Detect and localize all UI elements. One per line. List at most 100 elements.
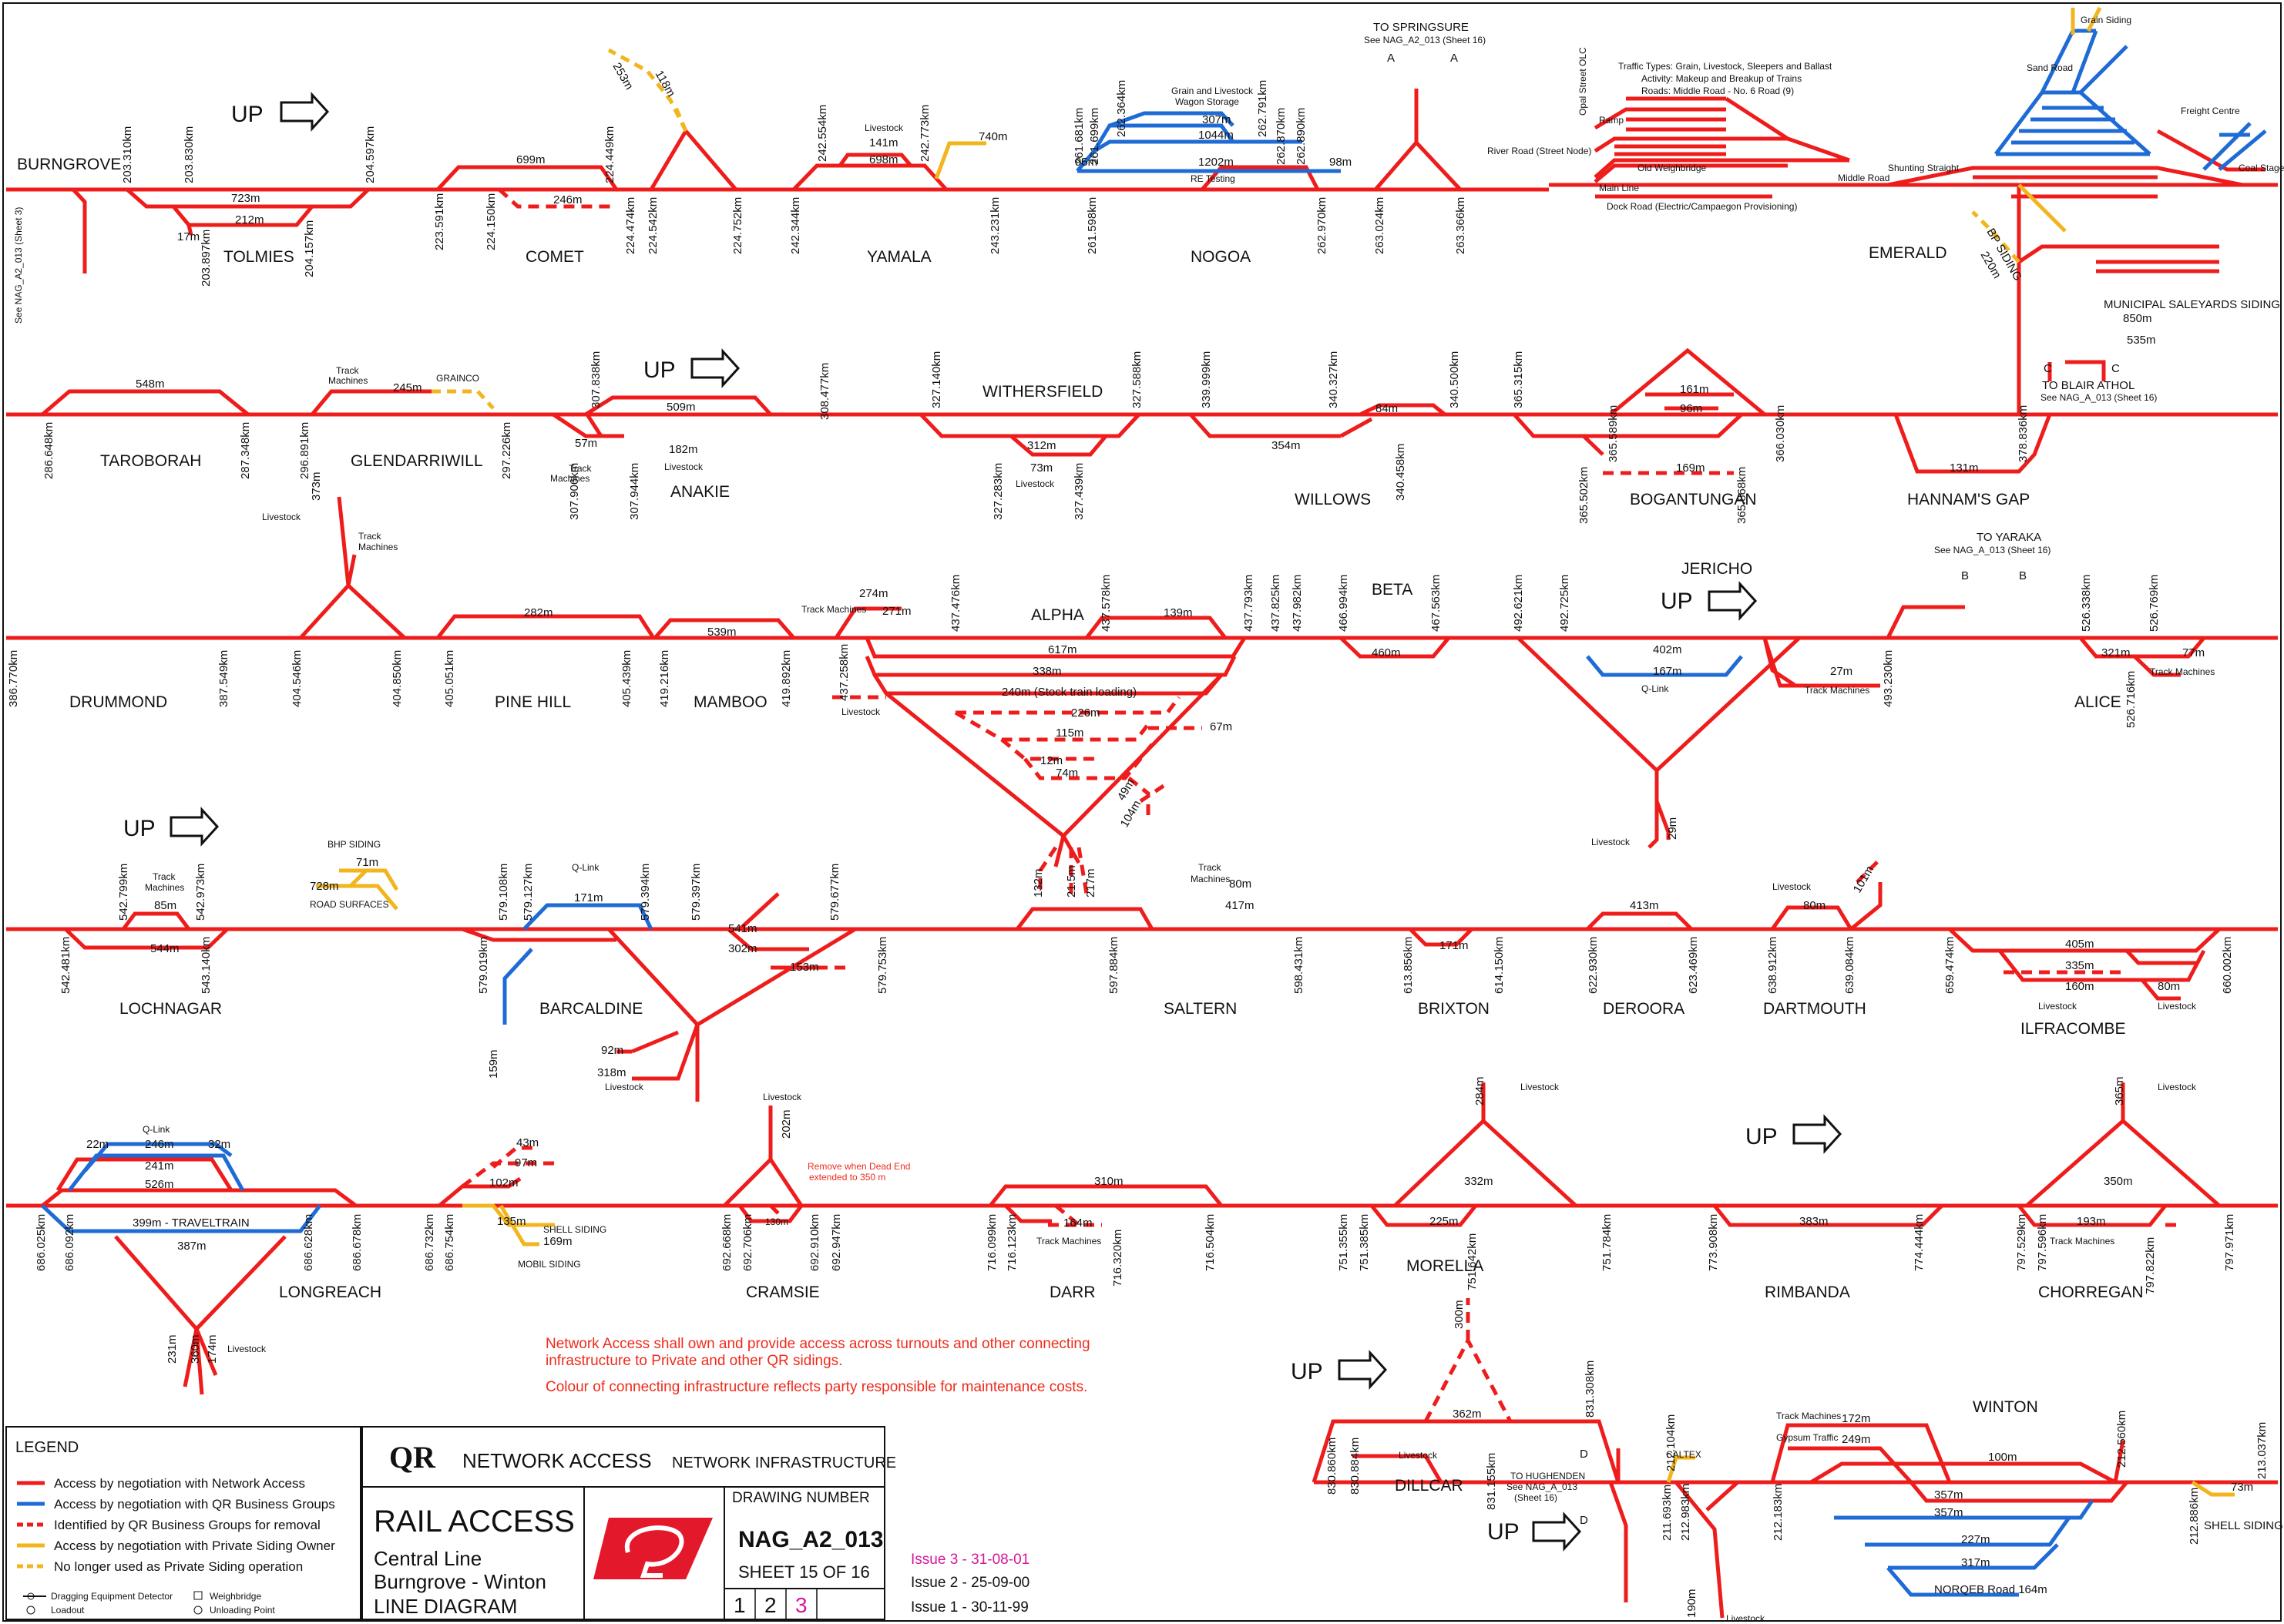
length-label: 338m [1033,665,1062,678]
km-marker: 204.157km [303,220,316,277]
km-marker: 686.628km [302,1214,315,1271]
km-marker: 297.226km [500,422,513,479]
km-marker: 579.108km [497,864,510,921]
connector-letter: D [1580,1448,1588,1461]
note-label: Remove when Dead End [808,1161,910,1172]
siding-label: Livestock [2038,1001,2077,1012]
km-marker: 224.474km [624,197,637,254]
length-label: 405m [2065,938,2094,951]
km-marker: 542.799km [117,864,130,921]
length-label: 167m [1653,665,1682,678]
siding-label: NORQEB Road 164m [1934,1583,2047,1596]
km-marker: 773.908km [1707,1214,1720,1271]
length-label: 241m [145,1159,174,1173]
row5-yellow [462,1203,555,1247]
length-label: 850m [2123,312,2152,325]
length-label: 307m [1202,113,1231,126]
length-label: 169m [1676,461,1705,475]
km-marker: 751.784km [1600,1214,1614,1271]
siding-label: Freight Centre [2181,106,2240,116]
length-label: 74m [1056,767,1078,780]
km-marker: 387.549km [217,650,230,707]
length-label: 80m [2158,980,2180,993]
length-label: 118m [653,69,678,99]
siding-label: Livestock [1591,837,1631,847]
km-marker: 287.348km [239,422,252,479]
km-marker: 327.140km [930,351,943,408]
length-label: 413m [1630,899,1659,912]
km-marker: 224.752km [731,197,744,254]
siding-label: Livestock [2158,1082,2197,1092]
station-name: BARCALDINE [539,1000,643,1018]
km-marker: 638.912km [1766,937,1779,994]
length-label: 535m [2127,334,2156,347]
infrastructure-heading: NETWORK INFRASTRUCTURE [672,1455,896,1471]
length-label: 80m [1803,899,1826,912]
length-label: 354m [1271,439,1301,452]
km-marker: 437.476km [949,575,962,632]
km-marker: 797.822km [2144,1237,2157,1294]
length-label: 104m [1118,798,1144,830]
km-marker: 307.906km [568,463,581,520]
km-marker: 263.366km [1454,197,1467,254]
siding-label: Shunting Straight [1888,163,1960,173]
km-marker: 211.693km [1661,1485,1674,1541]
length-label: 22m [86,1138,109,1151]
km-marker: 365.868km [1735,467,1748,524]
up-label: UP [1487,1519,1520,1545]
km-marker: 378.836km [2017,405,2030,462]
up-label: UP [643,357,676,383]
row1-dashed [498,188,616,209]
length-label: 85m [154,899,176,912]
km-marker: 639.084km [1843,937,1856,994]
length-label: 71m [356,856,378,869]
length-label: 245m [393,381,422,394]
row1-labels: See NAG_A2_013 (Sheet 3) 203.310km 203.8… [13,15,2284,403]
siding-label: Grain and Livestock [1171,86,1254,96]
legend-symbol: Unloading Point [210,1605,275,1616]
length-label: 202m [780,1109,793,1139]
siding-label: Coal Stage [2239,163,2284,173]
siding-label: Track [569,463,593,474]
part-number: 1 [734,1593,746,1617]
siding-label: Opal Street OLC [1577,47,1588,116]
km-marker: 613.856km [1402,937,1415,994]
up-markers: UP UP UP UP UP UP UP [123,93,1842,1550]
km-marker: 797.529km [2015,1214,2028,1271]
siding-label: Livestock [664,461,704,472]
km-marker: 308.477km [818,363,831,420]
length-label: 312m [1027,439,1056,452]
km-marker: 623.469km [1687,937,1700,994]
km-marker: 339.999km [1200,351,1213,408]
station-name: ILFRACOMBE [2020,1020,2126,1038]
row4-blue [502,903,653,1025]
row6-tracks [1312,1419,2258,1619]
km-marker: 223.591km [433,193,446,250]
km-marker: 212.104km [1664,1414,1678,1471]
length-label: 723m [231,192,260,205]
km-marker: 542.481km [59,937,72,994]
station-name: HANNAM'S GAP [1907,491,2030,508]
length-label: 350m [2104,1175,2133,1188]
qr-logo-icon [593,1518,713,1579]
siding-label: GRAINCO [436,373,479,384]
siding-label: SHELL SIDING [2204,1519,2283,1532]
length-label: 274m [859,587,888,600]
row5-blue [41,1142,321,1233]
km-marker: 751.355km [1337,1214,1350,1271]
length-label: 387m [177,1240,207,1253]
station-name: DRUMMOND [69,693,167,711]
siding-label: SHELL SIDING [543,1224,606,1235]
siding-label: Track Machines [2050,1236,2114,1247]
length-label: 1044m [1198,129,1234,142]
station-name: BOGANTUNGAN [1630,491,1757,508]
length-label: 360m [189,1334,202,1364]
title-block: QR NETWORK ACCESS NETWORK INFRASTRUCTURE… [361,1426,1029,1620]
station-name: PINE HILL [495,693,571,711]
issue-line: Issue 1 - 30-11-99 [911,1599,1029,1616]
row3-labels: 386.770km 387.549km 404.546km 404.850km … [7,471,2215,898]
length-label: 362m [1453,1408,1482,1421]
note-text: infrastructure to Private and other QR s… [546,1353,842,1369]
km-marker: 365.502km [1577,467,1590,524]
